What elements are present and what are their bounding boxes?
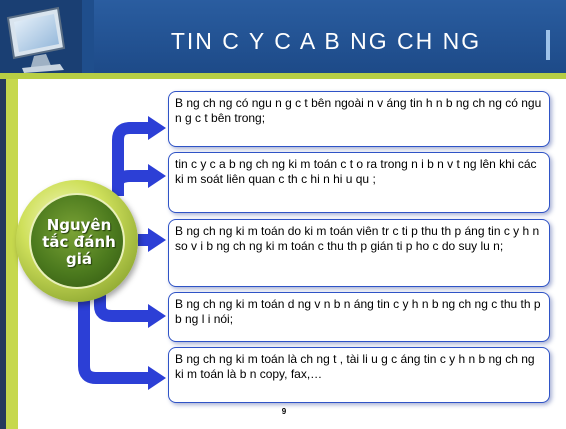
slide-title: TIN C Y C A B NG CH NG (170, 28, 482, 54)
title-band (94, 0, 566, 73)
circle-label: Nguyên tắc đánh giá (31, 217, 127, 268)
principle-box-2: tin c y c a b ng ch ng ki m toán c t o r… (168, 152, 550, 213)
arrow-head-5 (148, 366, 166, 390)
accent-stripe (0, 73, 566, 79)
principle-box-4: B ng ch ng ki m toán d ng v n b n áng ti… (168, 292, 550, 342)
principle-box-5: B ng ch ng ki m toán là ch ng t , tài li… (168, 347, 550, 403)
principle-text-1: B ng ch ng có ngu n g c t bên ngoài n v … (175, 96, 542, 125)
page-number: 9 (281, 407, 287, 416)
principle-text-3: B ng ch ng ki m toán do ki m toán viên t… (175, 224, 540, 253)
arrow-head-4 (148, 304, 166, 328)
arrow-head-2 (148, 164, 166, 188)
arrow-head-3 (148, 228, 166, 252)
arrow-connector-4 (94, 290, 150, 322)
arrow-connector-2 (112, 170, 150, 196)
computer-logo (0, 0, 82, 73)
circle-label-line2: tắc đánh (42, 233, 116, 251)
title-accent-bar (546, 30, 550, 60)
circle-label-line1: Nguyên (46, 216, 112, 234)
principle-text-5: B ng ch ng ki m toán là ch ng t , tài li… (175, 352, 535, 381)
left-green-strip (6, 79, 18, 429)
principle-box-1: B ng ch ng có ngu n g c t bên ngoài n v … (168, 91, 550, 147)
principle-text-2: tin c y c a b ng ch ng ki m toán c t o r… (175, 157, 537, 186)
circle-inner: Nguyên tắc đánh giá (29, 193, 125, 289)
arrow-connector-1 (112, 122, 150, 196)
arrow-connector-5 (78, 298, 150, 384)
left-dark-strip (0, 79, 6, 429)
principle-text-4: B ng ch ng ki m toán d ng v n b n áng ti… (175, 297, 541, 326)
monitor-icon (6, 6, 66, 73)
arrow-head-1 (148, 116, 166, 140)
principle-box-3: B ng ch ng ki m toán do ki m toán viên t… (168, 219, 550, 287)
circle-label-line3: giá (65, 250, 92, 268)
principle-circle: Nguyên tắc đánh giá (16, 180, 138, 302)
